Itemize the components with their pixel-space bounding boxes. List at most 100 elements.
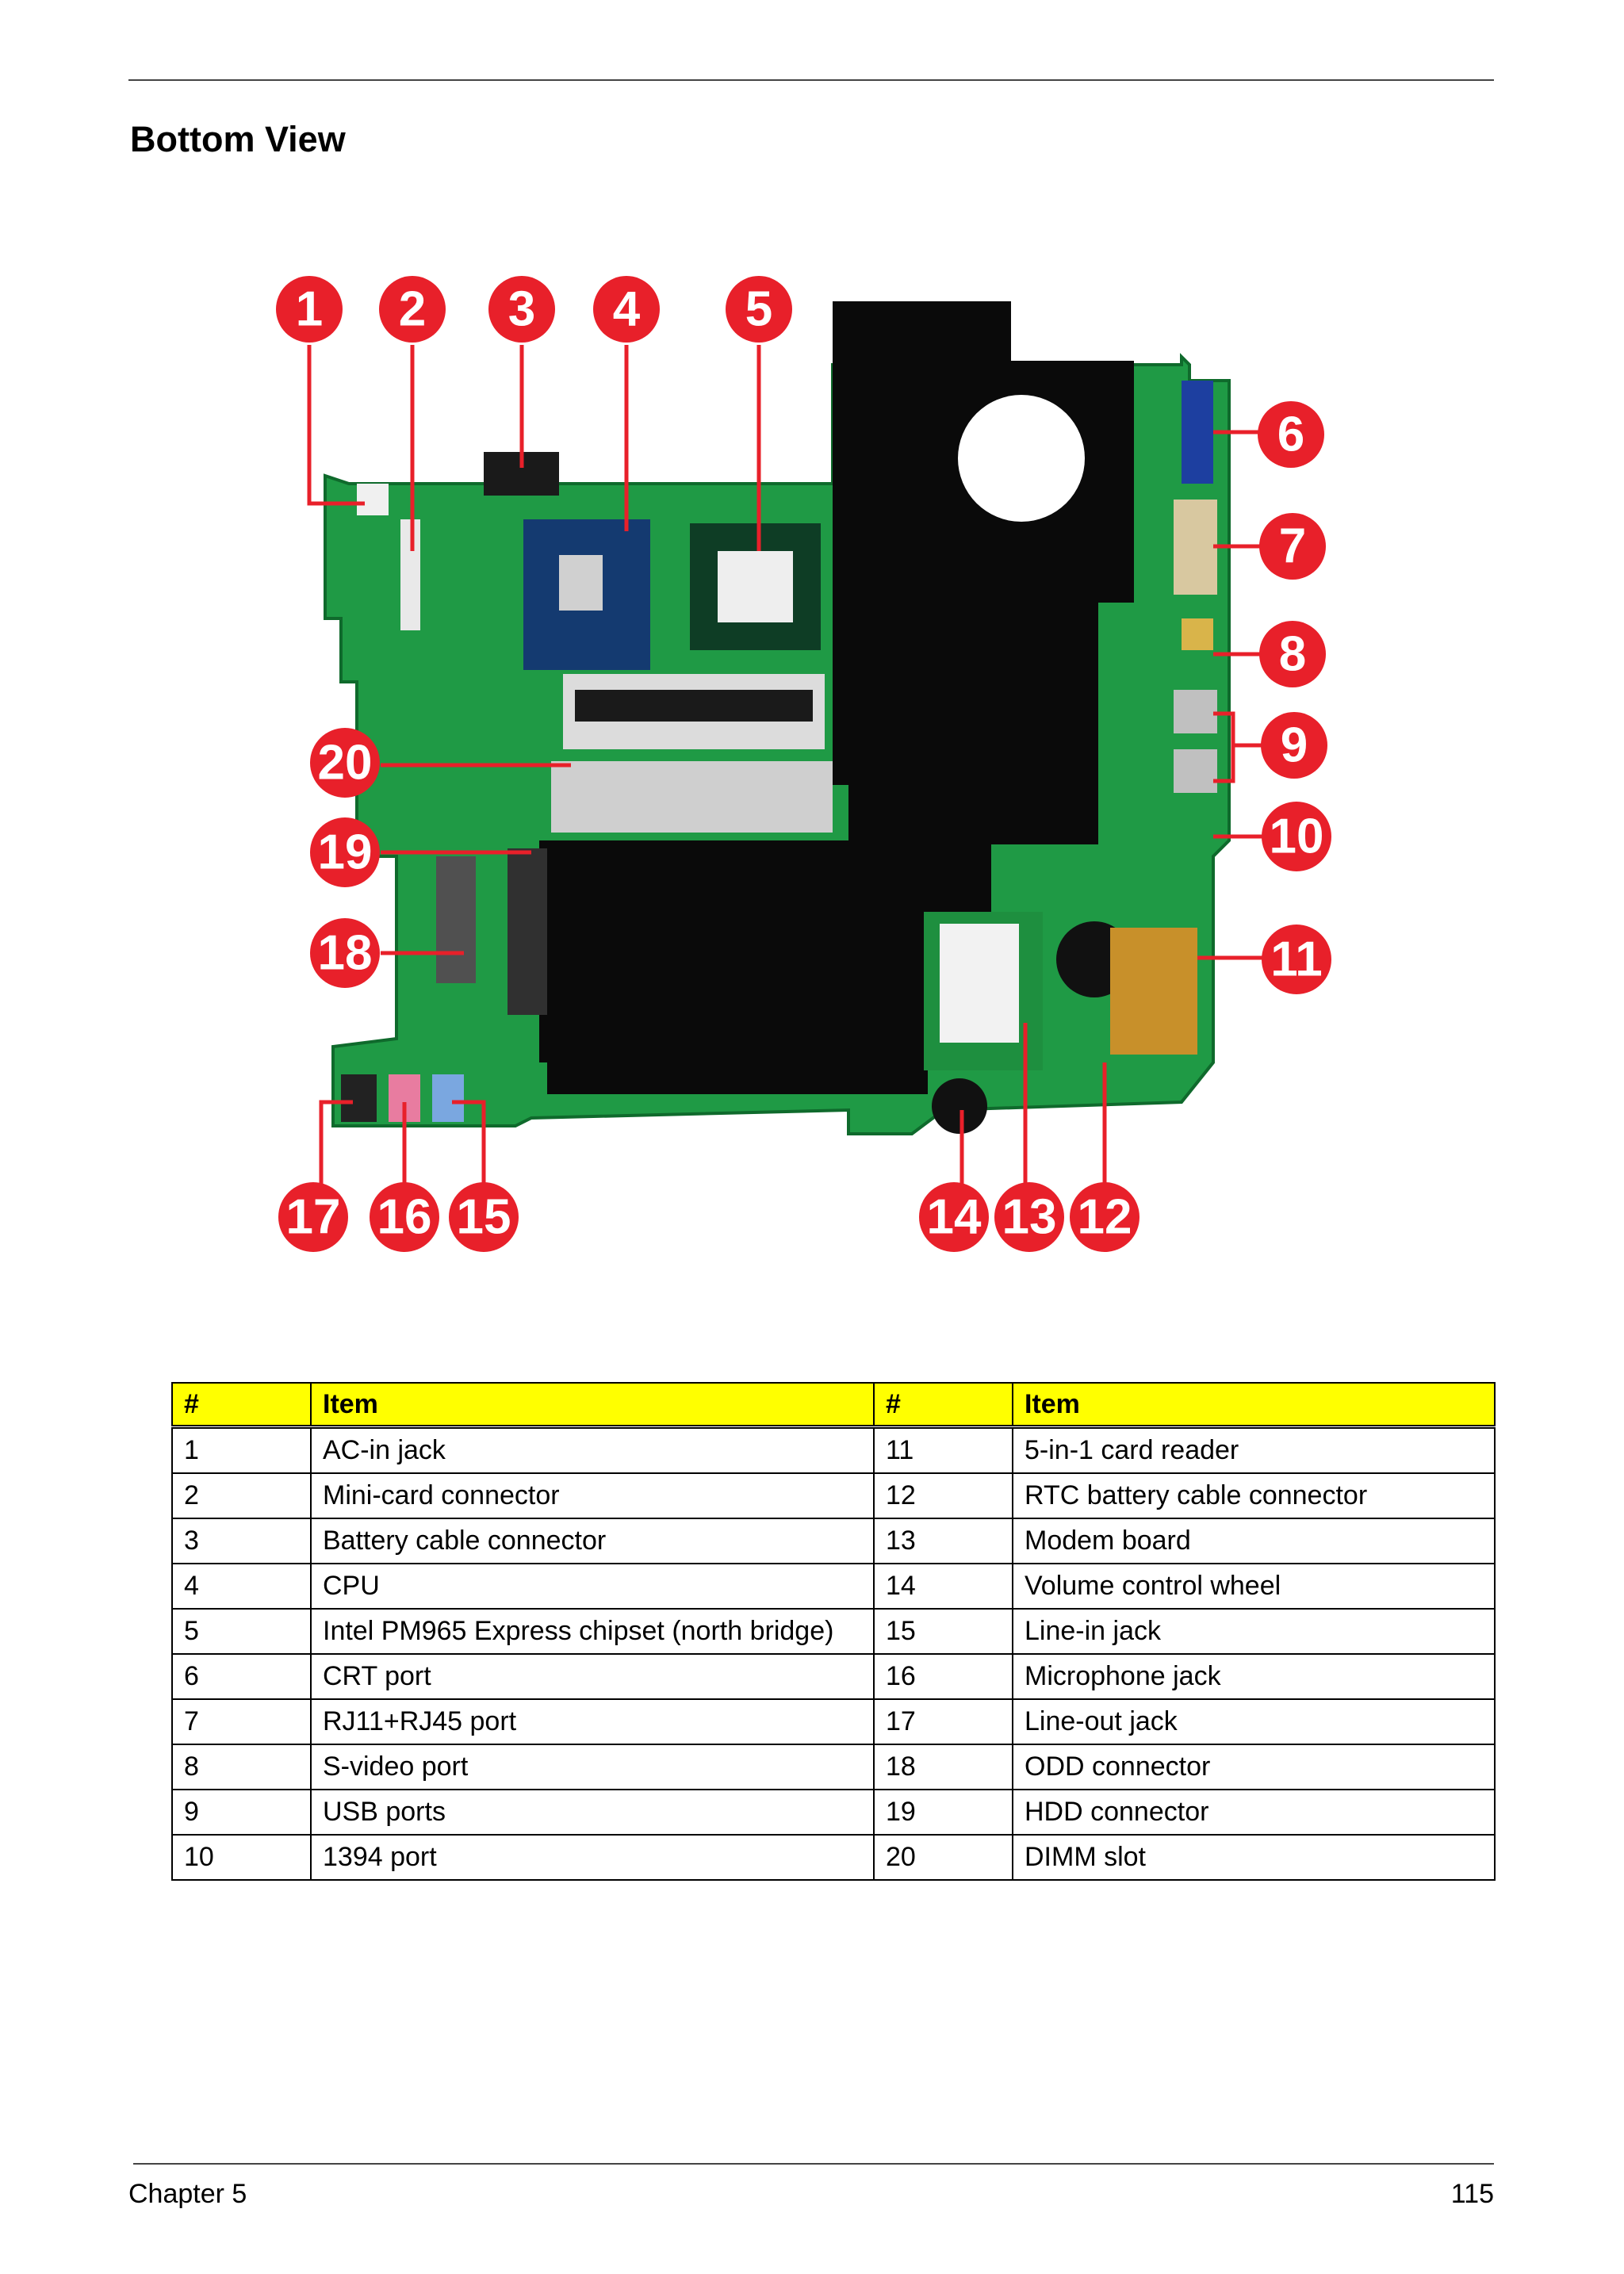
callout-7: 7 <box>1259 513 1326 580</box>
cell-number-left: 1 <box>171 1426 312 1474</box>
crt-port-part <box>1182 381 1213 484</box>
cell-number-right: 20 <box>873 1834 1013 1881</box>
motherboard-figure: 1 2 3 4 5 6 7 8 9 10 11 12 13 14 15 16 1… <box>151 238 1483 1332</box>
svg-text:20: 20 <box>318 736 373 791</box>
cell-item-left: USB ports <box>310 1789 875 1836</box>
callout-18: 18 <box>310 918 380 988</box>
cell-item-right: Microphone jack <box>1012 1653 1496 1700</box>
cell-item-left: CRT port <box>310 1653 875 1700</box>
line-in-jack-part <box>432 1074 464 1122</box>
page-number: 115 <box>1450 2179 1494 2209</box>
cell-item-left: S-video port <box>310 1744 875 1790</box>
callout-9: 9 <box>1261 712 1327 779</box>
cell-item-right: Line-out jack <box>1012 1698 1496 1745</box>
svg-text:19: 19 <box>318 825 373 880</box>
svideo-port-part <box>1182 618 1213 650</box>
callout-15: 15 <box>449 1182 519 1252</box>
svg-text:16: 16 <box>377 1190 432 1245</box>
fan-hole <box>958 395 1085 522</box>
cell-item-left: Battery cable connector <box>310 1518 875 1564</box>
usb-port-2-part <box>1174 749 1217 793</box>
cell-item-right: Volume control wheel <box>1012 1563 1496 1610</box>
cell-item-right: 5-in-1 card reader <box>1012 1426 1496 1474</box>
cell-number-right: 15 <box>873 1608 1013 1655</box>
line-out-jack-part <box>341 1074 377 1122</box>
cell-number-right: 18 <box>873 1744 1013 1790</box>
card-reader-part <box>1110 928 1197 1055</box>
svg-text:13: 13 <box>1002 1190 1057 1245</box>
hdd-connector-part <box>508 848 547 1015</box>
callout-4: 4 <box>593 276 660 343</box>
cell-number-left: 3 <box>171 1518 312 1564</box>
volume-wheel-part <box>932 1078 987 1134</box>
callout-8: 8 <box>1259 621 1326 687</box>
cell-number-left: 5 <box>171 1608 312 1655</box>
cell-item-right: Line-in jack <box>1012 1608 1496 1655</box>
cell-number-left: 4 <box>171 1563 312 1610</box>
cell-number-right: 17 <box>873 1698 1013 1745</box>
table-header-row: # Item # Item <box>171 1382 1496 1428</box>
header-item-right: Item <box>1012 1382 1496 1428</box>
cell-number-right: 13 <box>873 1518 1013 1564</box>
cell-number-right: 19 <box>873 1789 1013 1836</box>
svg-text:2: 2 <box>399 282 426 337</box>
svg-text:12: 12 <box>1078 1190 1132 1245</box>
callout-20: 20 <box>310 728 380 798</box>
northbridge-die <box>718 551 793 622</box>
svg-text:1: 1 <box>296 282 323 337</box>
svg-text:14: 14 <box>927 1190 982 1245</box>
insulation-sheet-top <box>825 301 1134 844</box>
cell-number-left: 9 <box>171 1789 312 1836</box>
cpu-die <box>559 555 603 611</box>
header-number-right: # <box>873 1382 1013 1428</box>
callout-6: 6 <box>1258 401 1324 468</box>
cell-number-right: 11 <box>873 1426 1013 1474</box>
callout-3: 3 <box>488 276 555 343</box>
svg-text:6: 6 <box>1277 408 1304 462</box>
cell-item-right: ODD connector <box>1012 1744 1496 1790</box>
cell-number-right: 16 <box>873 1653 1013 1700</box>
cell-item-left: AC-in jack <box>310 1426 875 1474</box>
svg-text:9: 9 <box>1281 718 1308 773</box>
svg-text:7: 7 <box>1279 519 1306 574</box>
cell-number-left: 7 <box>171 1698 312 1745</box>
top-rule <box>128 79 1494 81</box>
insulation-sheet-bottom <box>539 840 991 1094</box>
cell-number-right: 12 <box>873 1472 1013 1519</box>
cell-number-left: 8 <box>171 1744 312 1790</box>
ac-in-jack-part <box>357 484 389 515</box>
cell-item-left: 1394 port <box>310 1834 875 1881</box>
cell-item-right: DIMM slot <box>1012 1834 1496 1881</box>
bottom-rule <box>133 2163 1494 2165</box>
header-number-left: # <box>171 1382 312 1428</box>
callout-2: 2 <box>379 276 446 343</box>
callout-13: 13 <box>994 1182 1064 1252</box>
cell-item-left: CPU <box>310 1563 875 1610</box>
callout-17: 17 <box>278 1182 348 1252</box>
cell-number-right: 14 <box>873 1563 1013 1610</box>
header-item-left: Item <box>310 1382 875 1428</box>
page-title: Bottom View <box>130 119 346 159</box>
motherboard-diagram: 1 2 3 4 5 6 7 8 9 10 11 12 13 14 15 16 1… <box>276 276 1331 1252</box>
callout-5: 5 <box>726 276 792 343</box>
svg-text:17: 17 <box>286 1190 341 1245</box>
cell-item-left: RJ11+RJ45 port <box>310 1698 875 1745</box>
cell-item-right: HDD connector <box>1012 1789 1496 1836</box>
dimm-chips <box>575 690 813 722</box>
chapter-label: Chapter 5 <box>128 2179 247 2209</box>
svg-text:3: 3 <box>508 282 535 337</box>
leader-lines <box>307 345 1293 1209</box>
callout-11: 11 <box>1262 925 1331 994</box>
usb-port-1-part <box>1174 690 1217 733</box>
cell-number-left: 6 <box>171 1653 312 1700</box>
odd-connector-part <box>436 856 476 983</box>
